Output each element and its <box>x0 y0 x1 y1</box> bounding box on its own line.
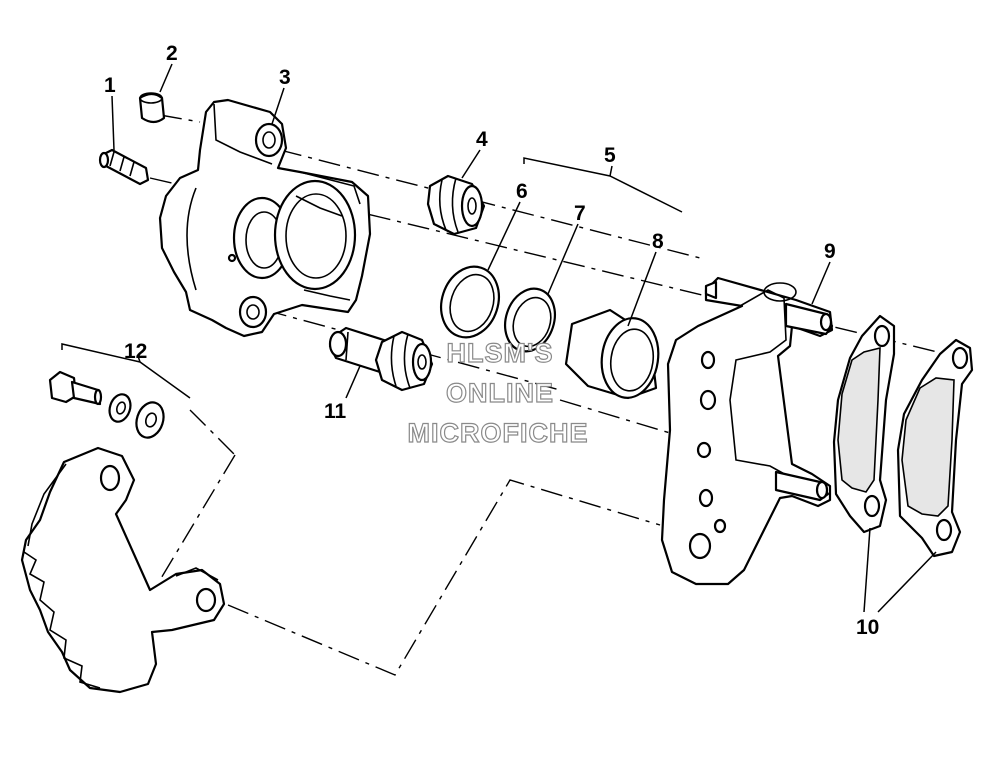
callout-8: 8 <box>652 230 664 253</box>
callout-5: 5 <box>604 144 616 167</box>
watermark: HLSM'S ONLINE MICROFICHE <box>407 337 589 448</box>
leader-lines <box>61 63 937 613</box>
flat-washer <box>135 401 165 439</box>
callout-7: 7 <box>574 202 586 225</box>
callout-3: 3 <box>279 66 291 89</box>
piston-dust-seal <box>440 265 500 339</box>
brake-pad-inner <box>832 314 896 534</box>
bleeder-cap <box>138 92 166 124</box>
callout-6: 6 <box>516 180 528 203</box>
mounting-bolt <box>48 370 103 406</box>
caliper-body <box>158 98 372 338</box>
caliper-mounting-bracket <box>660 276 834 586</box>
callout-10: 10 <box>856 616 879 639</box>
lower-pin-boot <box>374 330 434 392</box>
watermark-line-3: MICROFICHE <box>408 418 589 448</box>
callout-1: 1 <box>104 74 116 97</box>
callout-12: 12 <box>124 340 147 363</box>
watermark-line-2: ONLINE <box>446 378 554 408</box>
callout-9: 9 <box>824 240 836 263</box>
callout-labels: 1 2 3 4 5 6 7 8 9 10 11 12 <box>104 42 879 639</box>
bleeder-screw <box>98 148 150 186</box>
lock-washer <box>108 393 132 423</box>
callout-2: 2 <box>166 42 178 65</box>
upper-pin-boot <box>426 174 486 236</box>
piston <box>564 308 660 400</box>
callout-11: 11 <box>324 400 347 423</box>
watermark-line-1: HLSM'S <box>447 338 554 368</box>
brake-pad-outer <box>896 338 974 558</box>
piston-square-seal <box>504 287 556 353</box>
callout-4: 4 <box>476 128 488 151</box>
mounting-knuckle <box>20 446 226 694</box>
